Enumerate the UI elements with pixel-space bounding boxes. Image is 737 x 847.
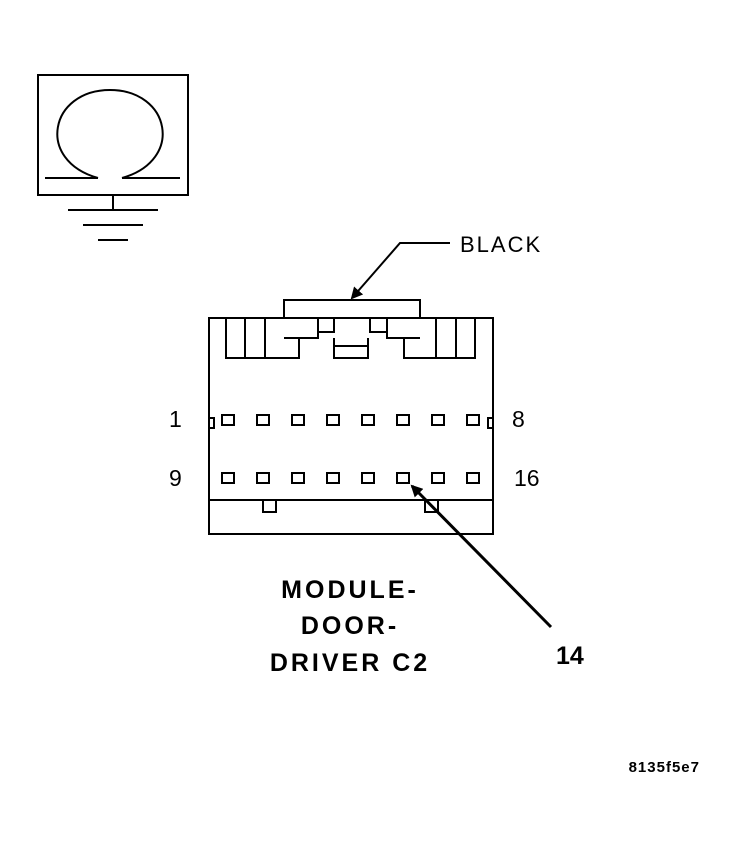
pin-cavity-15 [431, 472, 445, 484]
pin-cavity-3 [291, 414, 305, 426]
figure-code: 8135f5e7 [629, 759, 700, 776]
pin-cavity-11 [291, 472, 305, 484]
pin-cavity-4 [326, 414, 340, 426]
title-line-2: DOOR- [301, 612, 399, 640]
pin-callout-label: 14 [556, 642, 584, 670]
pin-label-top-left: 1 [169, 406, 182, 432]
pin-label-bottom-left: 9 [169, 465, 182, 491]
pin-label-top-right: 8 [512, 406, 525, 432]
title-line-3: DRIVER C2 [270, 649, 430, 677]
pin-cavity-13 [361, 472, 375, 484]
pin-callout: 14 [410, 484, 584, 670]
pin-cavity-7 [431, 414, 445, 426]
pin-cavity-5 [361, 414, 375, 426]
pin-cavity-14 [396, 472, 410, 484]
color-callout: BLACK [350, 232, 542, 300]
pin-cavity-9 [221, 472, 235, 484]
pin-cavity-16 [466, 472, 480, 484]
pin-cavity-1 [221, 414, 235, 426]
title-line-1: MODULE- [281, 576, 419, 604]
pin-cavity-2 [256, 414, 270, 426]
pin-cavities [221, 414, 480, 484]
pin-cavity-12 [326, 472, 340, 484]
pin-cavity-10 [256, 472, 270, 484]
pin-cavity-8 [466, 414, 480, 426]
pin-cavity-6 [396, 414, 410, 426]
connector-body [208, 299, 494, 535]
color-label: BLACK [460, 232, 542, 257]
ohmmeter-ground-icon [37, 74, 189, 241]
pin-label-bottom-right: 16 [514, 465, 540, 491]
